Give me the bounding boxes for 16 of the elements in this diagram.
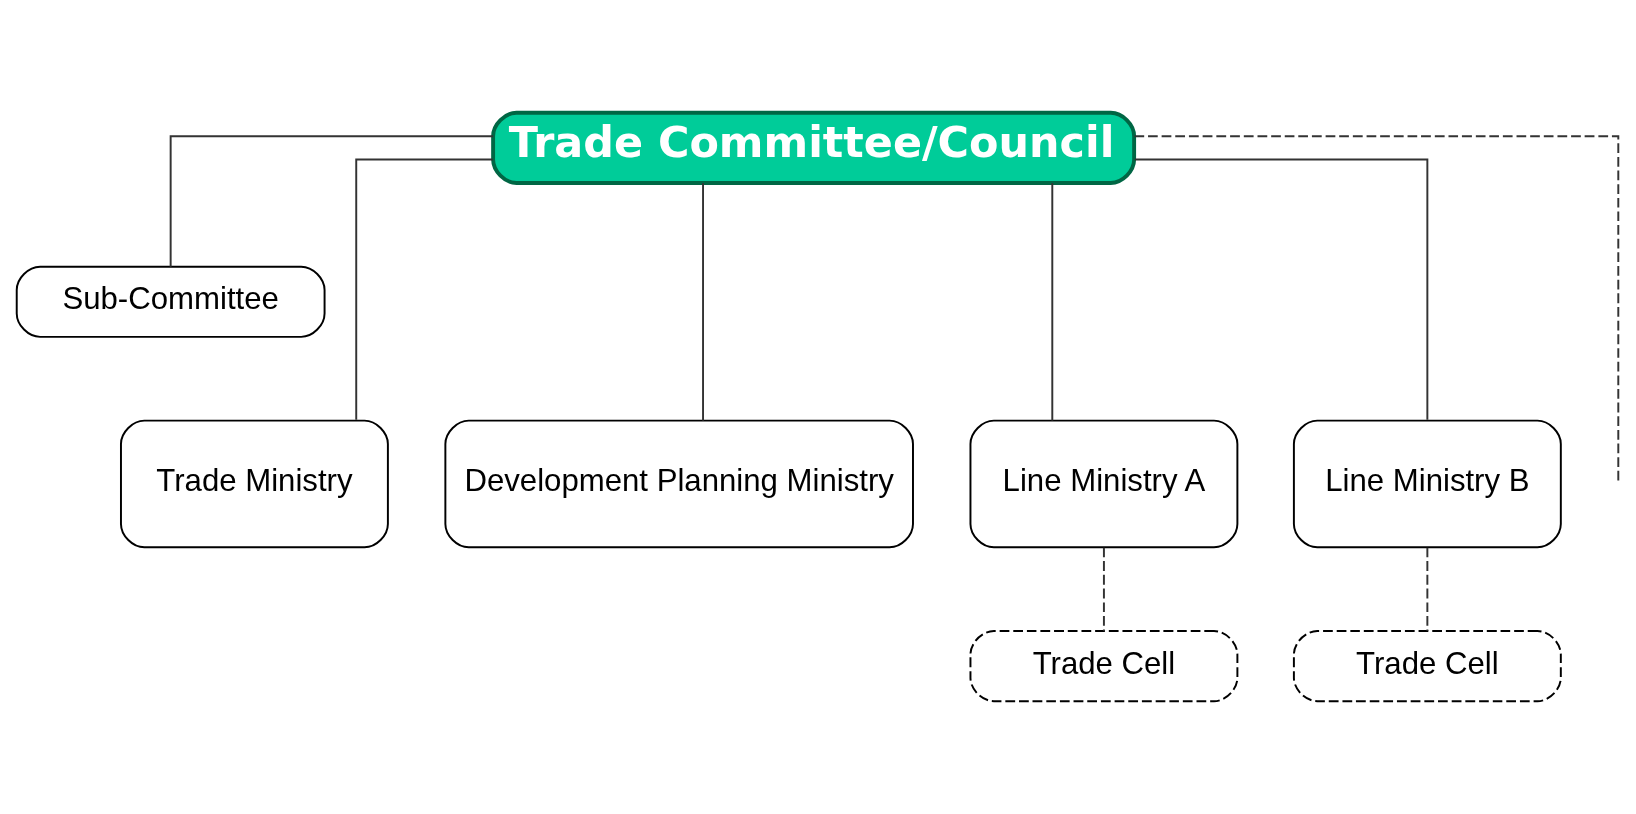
node-box: Trade Cell <box>969 630 1239 703</box>
connector <box>169 135 495 268</box>
node-box: Line Ministry B <box>1292 419 1562 549</box>
node-box: Trade Ministry <box>120 419 389 549</box>
node-box: Sub-Committee <box>15 265 326 338</box>
node-box: Development Planning Ministry <box>444 419 914 549</box>
connector <box>702 182 705 422</box>
connector <box>1102 546 1105 632</box>
connector <box>1426 546 1429 632</box>
node-box: Line Ministry A <box>969 419 1239 549</box>
connector <box>1051 182 1054 422</box>
connector <box>1133 135 1620 484</box>
node-box: Trade Committee/Council <box>491 110 1137 185</box>
node-box: Trade Cell <box>1292 630 1562 703</box>
connector <box>1133 158 1429 421</box>
connector <box>355 158 494 421</box>
